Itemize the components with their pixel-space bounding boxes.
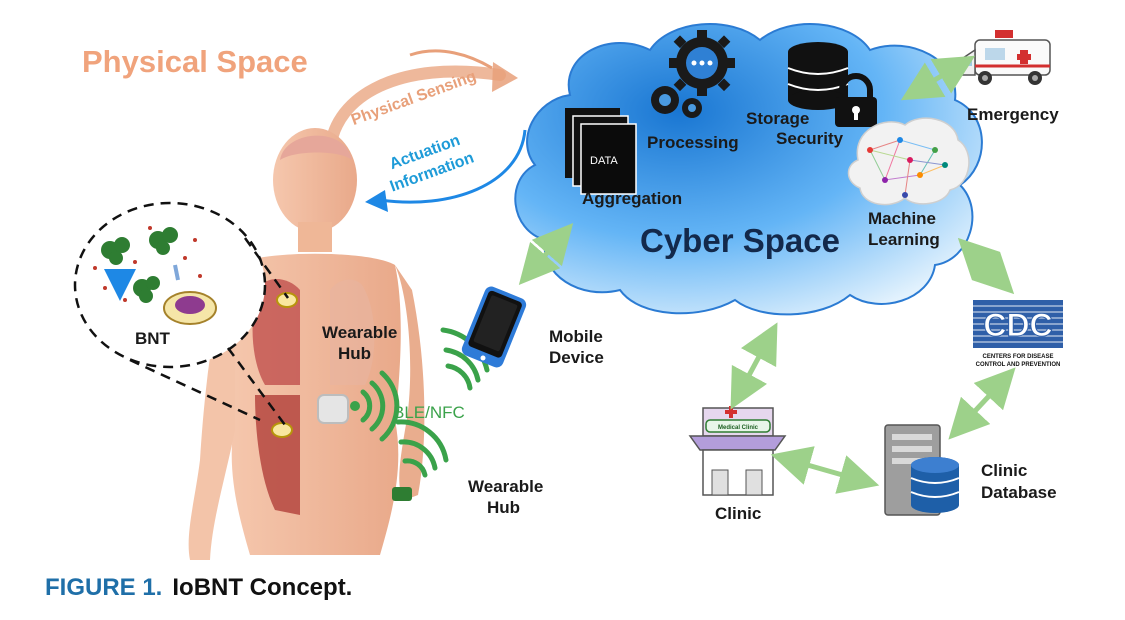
arrow-cloud-emergency <box>900 55 976 101</box>
human-body-figure <box>188 128 425 560</box>
physical-sensing-arrow <box>324 49 518 156</box>
processing-label: Processing <box>647 133 739 152</box>
clinic-database-line1: Clinic <box>981 461 1028 480</box>
ble-nfc-label: BLE/NFC <box>393 402 465 423</box>
data-text: DATA <box>590 155 618 167</box>
clinic-sign-text: Medical Clinic <box>718 425 759 431</box>
clinic-database-server-icon <box>884 424 960 516</box>
storage-security-icon <box>787 42 877 127</box>
cdc-logo-text: CDC <box>983 307 1052 343</box>
arrow-clinic-database <box>770 446 880 494</box>
machine-label: Machine <box>868 209 937 228</box>
machine-learning-brain-icon <box>847 117 970 206</box>
arrow-mobile-cloud <box>518 222 574 286</box>
physical-space-title: Physical Space <box>82 44 308 79</box>
emergency-label: Emergency <box>967 105 1059 124</box>
wearable-hub-top-line2: Hub <box>338 344 372 363</box>
clinic-database-line2: Database <box>981 483 1057 502</box>
figure-number: FIGURE 1. <box>45 574 163 601</box>
bnt-label: BNT <box>135 329 170 348</box>
cdc-subtitle-line1: CENTERS FOR DISEASE <box>982 354 1053 360</box>
aggregation-label: Aggregation <box>582 189 683 208</box>
ambulance-icon <box>959 30 1051 85</box>
figure-title: IoBNT Concept. <box>172 574 353 601</box>
clinic-building-icon: Medical Clinic <box>688 406 787 496</box>
figure-caption: FIGURE 1. IoBNT Concept. <box>45 574 352 602</box>
mobile-device-icon <box>461 286 527 368</box>
aggregation-icon <box>565 108 637 195</box>
security-label: Security <box>776 129 844 148</box>
wearable-hub-wrist-line1: Wearable <box>468 477 544 496</box>
wearable-hub-top-line1: Wearable <box>322 323 398 342</box>
arrow-cloud-clinic <box>730 322 778 410</box>
actuation-information-arrow <box>365 129 527 212</box>
cdc-logo: CDC CENTERS FOR DISEASE CONTROL AND PREV… <box>973 300 1063 368</box>
data-doc-label: DATA <box>590 148 618 172</box>
wearable-hub-wrist-line2: Hub <box>487 498 521 517</box>
mobile-label-line1: Mobile <box>549 327 603 346</box>
connection-arrows <box>518 55 1016 494</box>
learning-label: Learning <box>868 230 940 249</box>
cyber-space-title: Cyber Space <box>640 222 840 259</box>
ble-nfc-text: BLE/NFC <box>393 403 465 422</box>
arrow-cloud-cdc <box>957 237 1015 295</box>
bnt-zoom-callout <box>73 201 290 426</box>
mobile-label-line2: Device <box>549 348 604 367</box>
arrow-cdc-database <box>948 367 1016 440</box>
storage-label: Storage <box>746 109 810 128</box>
clinic-label: Clinic <box>715 504 762 523</box>
cdc-subtitle-line2: CONTROL AND PREVENTION <box>976 362 1061 368</box>
